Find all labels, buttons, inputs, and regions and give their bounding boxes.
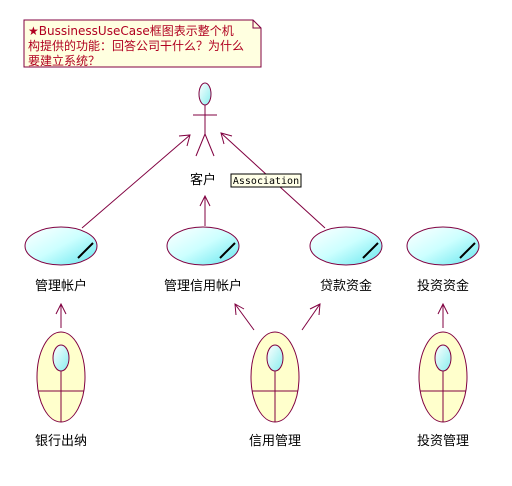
actor-label: 客户 <box>190 172 216 188</box>
actor-customer[interactable]: 客户 <box>190 82 217 188</box>
worker-label: 投资管理 <box>417 433 469 449</box>
note[interactable]: ★BussinessUseCase框图表示整个机 构提供的功能：回答公司干什么？… <box>23 19 262 68</box>
use-case-label: 管理信用帐户 <box>164 278 242 294</box>
business-worker-icon <box>250 331 300 423</box>
edge-w2-uc3-arrowhead <box>309 303 321 316</box>
edge-uc1-arrowhead <box>178 134 191 147</box>
note-line-3: 要建立系统？ <box>28 53 100 68</box>
edge-uc3-arrowhead <box>220 132 233 145</box>
association-tooltip: Association <box>230 173 302 188</box>
use-case-label: 管理帐户 <box>35 278 87 294</box>
business-worker-icon <box>418 331 468 423</box>
use-case-label: 贷款资金 <box>320 278 372 294</box>
use-case-loan-funds[interactable]: 贷款资金 <box>309 226 383 294</box>
worker-bank-teller[interactable]: 银行出纳 <box>35 331 87 449</box>
use-case-manage-account[interactable]: 管理帐户 <box>24 226 98 294</box>
use-case-manage-credit-account[interactable]: 管理信用帐户 <box>164 226 242 294</box>
edge-w2-uc2-arrowhead <box>234 303 245 316</box>
note-line-1: ★BussinessUseCase框图表示整个机 <box>28 23 234 38</box>
business-worker-icon <box>36 331 86 423</box>
worker-edges <box>55 302 449 331</box>
edge-w1-arrowhead <box>55 302 67 315</box>
use-case-label: 投资资金 <box>417 278 469 294</box>
edge-uc2-arrowhead <box>199 194 211 207</box>
edge-w2-uc2 <box>234 303 255 331</box>
business-use-case-icon <box>406 226 480 266</box>
business-use-case-icon <box>309 226 383 266</box>
edge-uc1-actor <box>81 134 191 229</box>
worker-credit-manager[interactable]: 信用管理 <box>249 331 301 449</box>
business-use-case-icon <box>166 226 240 266</box>
use-case-invest-funds[interactable]: 投资资金 <box>406 226 480 294</box>
business-use-case-icon <box>24 226 98 266</box>
worker-label: 银行出纳 <box>35 434 87 449</box>
edge-w2-uc3 <box>301 303 321 331</box>
note-line-2: 构提供的功能：回答公司干什么？为什么 <box>28 38 244 53</box>
edge-w3-arrowhead <box>437 302 449 315</box>
worker-label: 信用管理 <box>249 434 301 449</box>
association-tooltip-text: Association <box>233 176 299 187</box>
worker-investment-manager[interactable]: 投资管理 <box>417 331 469 449</box>
stick-figure-actor-icon <box>193 82 217 157</box>
